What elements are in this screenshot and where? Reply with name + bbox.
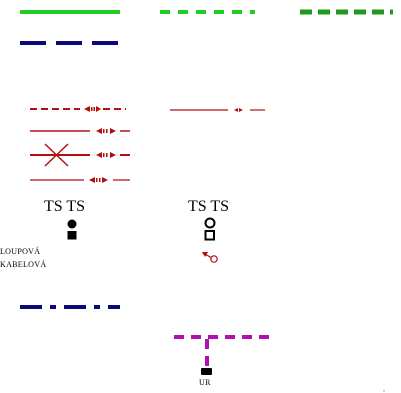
switch-symbol-icon [202,252,218,263]
ts-label-right: TS TS [188,198,230,215]
red-cross-icon [44,143,69,167]
substation-pole-icon [67,219,77,240]
substation-outline-icon [204,217,216,241]
red-thin-arrow-line [170,108,265,112]
ur-label: UR [199,378,211,387]
red-line-with-cross-and-arrows [30,143,130,167]
ur-terminal-icon [201,368,212,375]
red-dashed-arrow-line [30,106,126,112]
red-line-with-arrows [30,128,130,134]
magenta-dashed-line-with-drop [174,335,270,375]
cable-pole-label: LOUPOVÁ [0,247,41,256]
cable-underground-label: KABELOVÁ [0,260,47,269]
red-thin-line-with-arrows [30,177,130,183]
ts-label-left: TS TS [44,198,86,215]
small-dot [383,390,385,392]
